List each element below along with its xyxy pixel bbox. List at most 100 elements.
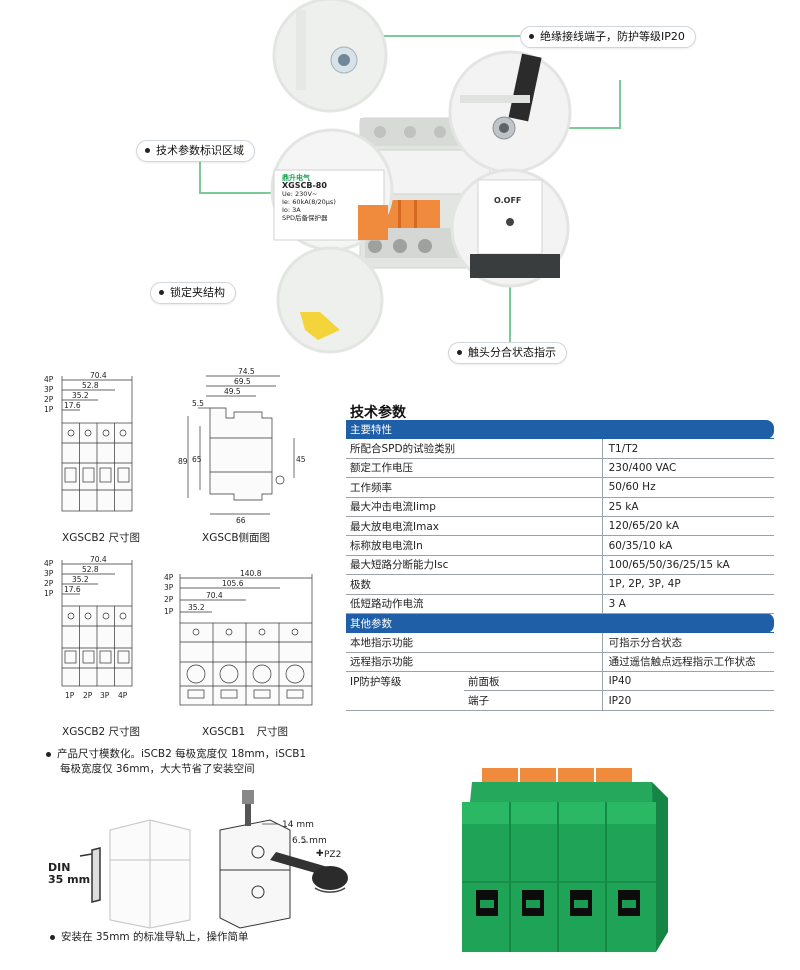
spec-value: 25 kA bbox=[601, 497, 774, 517]
spec-key: 最大放电电流Imax bbox=[346, 516, 603, 537]
io-label: Io: bbox=[282, 206, 291, 214]
spec-subkey: 端子 bbox=[464, 690, 603, 711]
spec-key: 额定工作电压 bbox=[346, 458, 603, 479]
spec-section-header: 其他参数 bbox=[346, 613, 774, 634]
brand-name: 鼎升电气 bbox=[282, 174, 310, 182]
din-mm-text: 35 mm bbox=[48, 873, 91, 886]
spec-key: 低短路动作电流 bbox=[346, 594, 603, 614]
spec-value: 可指示分合状态 bbox=[601, 632, 774, 653]
note-modular: 产品尺寸模数化。iSCB2 每极宽度仅 18mm，iSCB1 每极宽度仅 36m… bbox=[46, 747, 306, 777]
spec-key: 远程指示功能 bbox=[346, 652, 603, 673]
spec-value: IP20 bbox=[601, 690, 774, 711]
spec-key: 极数 bbox=[346, 574, 603, 595]
pole-bottom-label: 3P bbox=[100, 691, 110, 700]
spec-section-label: 主要特性 bbox=[346, 420, 774, 440]
pole-label: 2P bbox=[44, 395, 54, 404]
dim-value: 66 bbox=[236, 516, 246, 525]
pole-bottom-label: 1P bbox=[65, 691, 75, 700]
status-window-text: O.OFF bbox=[494, 196, 522, 205]
caption-side-xgscb: XGSCB侧面图 bbox=[202, 532, 271, 544]
spec-key: IP防护等级 bbox=[350, 676, 402, 689]
callout-line-tech bbox=[199, 160, 294, 194]
caption-front-xgscb2: XGSCB2 尺寸图 bbox=[62, 532, 141, 544]
dim-value: 140.8 bbox=[240, 569, 262, 578]
dim-value: 5.5 bbox=[192, 399, 204, 408]
spec-key: 标称放电电流In bbox=[346, 535, 603, 556]
zoom-terminal-top bbox=[272, 0, 388, 113]
dim-value: 49.5 bbox=[224, 387, 241, 396]
dim-value: 69.5 bbox=[234, 377, 251, 386]
callout-contact: 触头分合状态指示 bbox=[448, 342, 567, 364]
caption-front-xgscb1: XGSCB1 尺寸图 bbox=[202, 724, 288, 739]
callout-terminal: 绝缘接线端子，防护等级IP20 bbox=[520, 26, 696, 48]
pole-label: 3P bbox=[44, 569, 54, 578]
pole-label: 4P bbox=[44, 559, 54, 568]
green-terminal-block bbox=[462, 768, 668, 952]
dim-value: 35.2 bbox=[72, 391, 89, 400]
label-desc: SPD后备保护器 bbox=[282, 214, 328, 222]
ue-value: 230V~ bbox=[295, 190, 318, 198]
dim-value: 45 bbox=[296, 455, 306, 464]
drawing-side-xgscb: 74.5 69.5 49.5 5.5 89 65 45 66 bbox=[178, 368, 306, 525]
note-install: 安装在 35mm 的标准导轨上，操作简单 bbox=[50, 930, 249, 945]
pole-label: 1P bbox=[164, 607, 174, 616]
pz2-label: PZ2 bbox=[324, 850, 342, 860]
pole-label: 4P bbox=[44, 375, 54, 384]
ue-label: Ue: bbox=[282, 190, 293, 198]
pole-bottom-label: 2P bbox=[83, 691, 93, 700]
note-modular-line2: 每极宽度仅 36mm，大大节省了安装空间 bbox=[60, 763, 255, 775]
caption-suffix: 尺寸图 bbox=[256, 726, 289, 738]
spec-subkey: 前面板 bbox=[464, 671, 603, 692]
installation-illustration: ✚ bbox=[79, 790, 348, 929]
spec-value: 3 A bbox=[601, 594, 774, 614]
dim-value: 35.2 bbox=[72, 575, 89, 584]
callout-contact-text: 触头分合状态指示 bbox=[468, 346, 556, 359]
spec-key: 最大短路分断能力Isc bbox=[346, 555, 603, 576]
callout-tech-text: 技术参数标识区域 bbox=[156, 144, 244, 157]
callout-terminal-text: 绝缘接线端子，防护等级IP20 bbox=[540, 30, 685, 43]
spec-key: 所配合SPD的试验类别 bbox=[346, 438, 603, 459]
dim-14mm: 14 mm bbox=[282, 820, 314, 830]
dim-value: 17.6 bbox=[64, 401, 81, 410]
ie-label: Ie: bbox=[282, 198, 291, 206]
drawing-front-xgscb2-b: 4P 3P 2P 1P 70.4 52.8 35.2 17.6 1P 2P 3P… bbox=[44, 556, 133, 700]
svg-text:✚: ✚ bbox=[316, 849, 324, 859]
product-illustration bbox=[199, 0, 621, 354]
dim-value: 52.8 bbox=[82, 565, 99, 574]
spec-row: 远程指示功能通过遥信触点远程指示工作状态 bbox=[346, 652, 774, 673]
orange-levers bbox=[482, 768, 632, 782]
spec-row: 本地指示功能可指示分合状态 bbox=[346, 632, 774, 653]
dim-value: 89 bbox=[178, 457, 188, 466]
zoom-lock-clip bbox=[276, 246, 384, 354]
callout-lock-text: 锁定夹结构 bbox=[170, 286, 225, 299]
din-label: DIN 35 mm bbox=[48, 862, 90, 886]
pole-label: 1P bbox=[44, 405, 54, 414]
spec-key: 工作频率 bbox=[346, 477, 603, 498]
dim-value: 105.6 bbox=[222, 579, 244, 588]
io-value: 3A bbox=[292, 206, 301, 214]
spec-value: 通过遥信触点远程指示工作状态 bbox=[601, 652, 774, 673]
caption-front-xgscb2-b: XGSCB2 尺寸图 bbox=[62, 726, 141, 738]
pole-label: 3P bbox=[164, 583, 174, 592]
pole-label: 2P bbox=[44, 579, 54, 588]
spec-value: 1P, 2P, 3P, 4P bbox=[601, 574, 774, 595]
spec-value: IP40 bbox=[601, 671, 774, 692]
dim-value: 17.6 bbox=[64, 585, 81, 594]
spec-key: 最大冲击电流Iimp bbox=[346, 497, 603, 517]
dim-value: 70.4 bbox=[90, 556, 107, 564]
spec-value: 60/35/10 kA bbox=[601, 535, 774, 556]
product-label: 鼎升电气 XGSCB-80 Ue: 230V~ Ie: 60kA(8/20μs)… bbox=[282, 174, 382, 222]
model-name: XGSCB-80 bbox=[282, 181, 327, 190]
pole-label: 2P bbox=[164, 595, 174, 604]
spec-section-header: 主要特性 bbox=[346, 420, 774, 440]
pole-label: 3P bbox=[44, 385, 54, 394]
spec-value: 230/400 VAC bbox=[601, 458, 774, 479]
dim-value: 65 bbox=[192, 455, 202, 464]
